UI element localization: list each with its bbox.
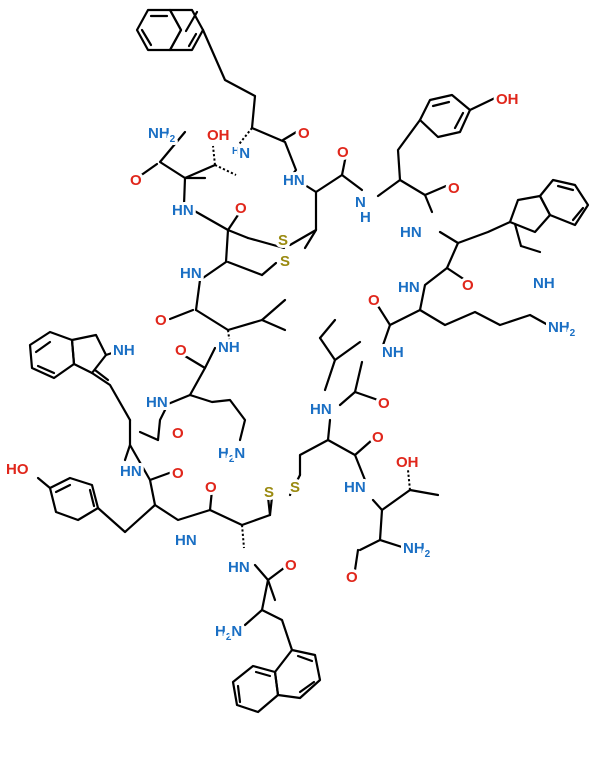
label-o-7: O (155, 312, 167, 329)
label-o-6: O (462, 277, 474, 294)
atom-labels: NH2 OH HN O O HN O OH N H O HN O HN S S … (3, 88, 579, 646)
valine-right (318, 318, 380, 407)
label-o-5: O (235, 200, 247, 217)
label-hn-5: HN (398, 279, 420, 296)
label-nh-1: NH (218, 339, 240, 356)
label-o-12: O (372, 429, 384, 446)
label-nh2-top: NH2 (148, 125, 176, 145)
chain-top-center (288, 118, 448, 247)
indole-right (418, 178, 590, 312)
disulfide-bridges (246, 228, 318, 517)
label-hn-1: HN (283, 172, 305, 189)
label-hn-2: HN (172, 202, 194, 219)
label-o-9: O (175, 342, 187, 359)
label-hn-7: HN (310, 401, 332, 418)
label-oh-right: OH (496, 91, 519, 108)
label-o-4: O (448, 180, 460, 197)
label-hn-11: HN (228, 559, 250, 576)
label-o-1: O (298, 125, 310, 142)
label-hn-9: HN (344, 479, 366, 496)
label-o-11: O (172, 425, 184, 442)
phenol-left (36, 476, 157, 534)
label-s-4: S (290, 479, 300, 496)
lysine-left (138, 346, 247, 442)
label-h2n-lys-left: H2N (218, 445, 245, 465)
indole-left (28, 330, 132, 422)
chain-left-middle (123, 418, 174, 507)
label-n-1: N (355, 194, 366, 211)
label-hn-4: HN (180, 265, 202, 282)
label-oh-top: OH (207, 127, 230, 144)
label-nh2-lys-right: NH2 (548, 319, 576, 339)
label-o-15: O (346, 569, 358, 586)
label-hn-8: HN (120, 463, 142, 480)
chain-top-left (138, 28, 300, 346)
label-o-16: O (285, 557, 297, 574)
label-h2n-bottom: H2N (215, 623, 242, 643)
label-o-13: O (172, 465, 184, 482)
chain-bottom (243, 578, 294, 652)
label-ho-left: HO (6, 461, 29, 478)
label-nh2-nal-top: HN (232, 145, 250, 162)
cysteine-right (298, 418, 374, 482)
phenol-top-right (418, 93, 497, 139)
label-s-3: S (264, 484, 274, 501)
label-h-1: H (360, 209, 371, 226)
label-o-10: O (378, 395, 390, 412)
label-nh2-thr-right: NH2 (403, 540, 431, 560)
label-hn-3: HN (400, 224, 422, 241)
label-hn-10: HN (175, 532, 197, 549)
label-nh-indole-right: NH (533, 275, 555, 292)
label-o-3: O (337, 144, 349, 161)
label-s-1: S (278, 232, 288, 249)
label-hn-6: HN (146, 394, 168, 411)
label-o-8: O (368, 292, 380, 309)
threonine-right (353, 469, 440, 572)
label-nh-indole-left: NH (113, 342, 135, 359)
label-o-2: O (130, 172, 142, 189)
naphthalene-bottom (231, 648, 322, 714)
label-oh-thr-right: OH (396, 454, 419, 471)
label-o-14: O (205, 479, 217, 496)
naphthalene-top (135, 8, 205, 52)
label-nh-2: NH (382, 344, 404, 361)
label-s-2: S (280, 253, 290, 270)
lysine-right (376, 304, 550, 350)
